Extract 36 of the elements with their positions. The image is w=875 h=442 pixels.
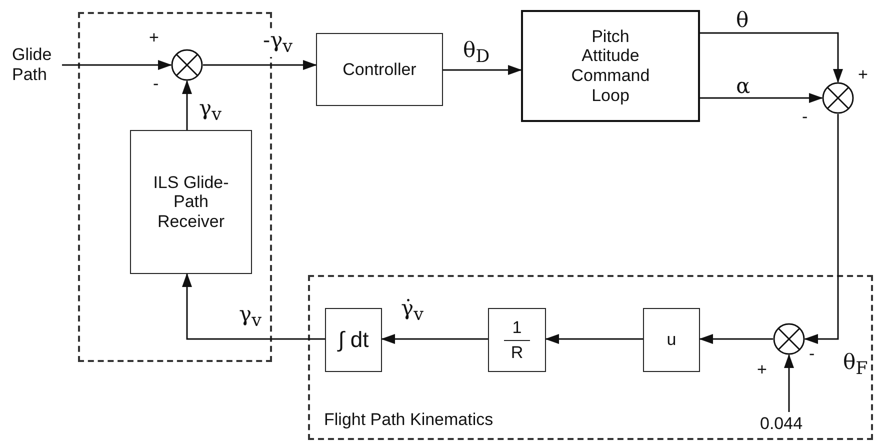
arrow	[381, 334, 488, 344]
sign-label: +	[149, 29, 159, 46]
block-label: u	[666, 330, 676, 350]
arrow	[699, 334, 773, 344]
sign-label: -	[809, 345, 815, 362]
sign-label: -	[802, 108, 808, 125]
arrow	[700, 93, 823, 103]
block-label: Pitch Attitude Command Loop	[570, 26, 651, 106]
edge-label: -γ$_{v}$	[262, 30, 294, 57]
signal-label: 0.044	[760, 414, 803, 434]
sign-label: +	[858, 66, 868, 83]
block-label: R	[510, 342, 524, 362]
dashed-group-box	[308, 275, 873, 440]
block-box	[316, 33, 443, 106]
group-title: Flight Path Kinematics	[324, 410, 494, 430]
arrow	[182, 80, 192, 130]
block-box	[643, 308, 700, 372]
arrow	[804, 114, 839, 344]
signal-label: Glide Path	[12, 45, 53, 85]
block-box	[488, 308, 546, 372]
arrow	[784, 354, 794, 412]
arrow	[62, 60, 172, 70]
block-label: ILS Glide-Path Receiver	[152, 172, 230, 232]
sign-label: -	[153, 75, 159, 92]
arrow	[700, 32, 843, 83]
arrow	[203, 60, 317, 70]
block-label: Controller	[342, 60, 416, 80]
sign-label: +	[757, 361, 767, 378]
arrow	[545, 334, 643, 344]
arrow	[443, 65, 522, 75]
arrow	[182, 273, 325, 340]
block-label: ∫ dt	[338, 327, 369, 353]
block-label: 1	[512, 318, 522, 338]
block-box	[325, 308, 382, 372]
block-box	[130, 130, 252, 274]
block-box	[521, 10, 700, 122]
